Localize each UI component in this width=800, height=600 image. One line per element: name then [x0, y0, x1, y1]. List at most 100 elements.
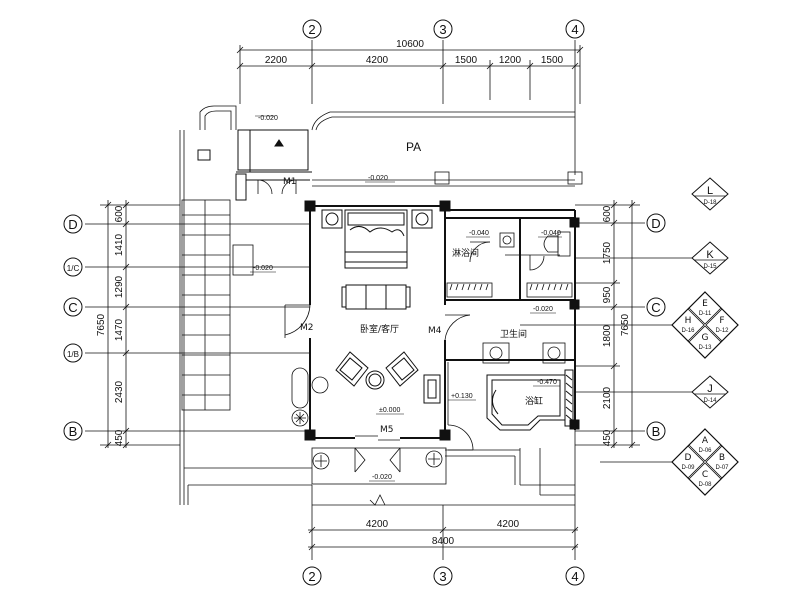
tv-cabinet: [423, 374, 441, 404]
detail-tag-l-letter: L: [707, 185, 713, 197]
axis-right-d: D: [651, 216, 660, 231]
sofa: [341, 284, 411, 310]
axis-right-b: B: [652, 424, 661, 439]
cluster2-bottom-ref: D-08: [698, 482, 712, 488]
top-dimensions: [236, 40, 584, 104]
cluster1-right-ref: D-12: [715, 328, 729, 334]
cluster2-right-letter: B: [719, 453, 725, 463]
terrace-outline: [179, 104, 576, 506]
axis-top-2: 2: [308, 22, 315, 37]
axis-left-c: C: [68, 300, 77, 315]
right-dim-1: 600: [602, 205, 613, 222]
detail-tag-j-ref: D-14: [703, 398, 717, 404]
room-bedroom-living-label: 卧室/客厅: [360, 323, 399, 335]
cluster2-left-ref: D-09: [681, 465, 695, 471]
door-m1-label: M1: [283, 177, 297, 187]
right-dim-4: 1800: [602, 324, 613, 347]
axis-left-1b: 1/B: [67, 350, 79, 359]
right-dim-5: 2100: [602, 386, 613, 409]
cluster2-bottom-letter: C: [702, 470, 708, 480]
bottom-patio: [311, 447, 447, 506]
cluster1-bottom-letter: G: [702, 333, 709, 343]
detail-tag-j-letter: J: [707, 383, 713, 395]
level-porch: -0.020: [258, 115, 278, 122]
axis-bottom-3: 3: [439, 569, 446, 584]
level-shower: -0.040: [469, 230, 489, 237]
axis-left-d: D: [68, 217, 77, 232]
bed: [321, 209, 433, 269]
top-dim-1: 2200: [265, 55, 288, 66]
left-dim-1: 600: [114, 205, 125, 222]
m1-door: [257, 179, 297, 195]
right-dimensions: [575, 200, 645, 449]
cluster1-left-ref: D-16: [681, 328, 695, 334]
detail-tag-k-ref: D-15: [703, 264, 717, 270]
cluster2-top-ref: D-06: [698, 448, 712, 454]
axis-left-1c: 1/C: [67, 264, 80, 273]
door-m2-label: M2: [300, 323, 314, 333]
axis-top-4: 4: [571, 22, 578, 37]
axis-bottom-2: 2: [308, 569, 315, 584]
axis-top-3: 3: [439, 22, 446, 37]
left-dim-4: 1470: [114, 318, 125, 341]
cluster1-top-ref: D-11: [699, 311, 712, 317]
detail-tag-l: L D-18: [691, 177, 729, 211]
right-axis-markers: [646, 213, 666, 441]
bottom-overall-dim: 8400: [432, 536, 455, 547]
level-bathtub: -0.470: [537, 379, 557, 386]
level-left-corridor: -0.020: [253, 265, 273, 272]
bottom-axis-markers: [302, 566, 585, 586]
door-m4-label: M4: [428, 326, 442, 336]
wall-columns: [304, 200, 580, 441]
level-arrow-porch: [274, 139, 284, 147]
toilet-room: [505, 231, 571, 271]
main-walls: [309, 205, 576, 439]
top-dim-2: 4200: [366, 55, 389, 66]
bathtub-area: [486, 369, 574, 431]
axis-right-c: C: [651, 300, 660, 315]
right-dim-2: 1750: [602, 241, 613, 264]
room-pa-label: PA: [406, 140, 421, 154]
bottom-dim-1: 4200: [366, 519, 389, 530]
left-grille-strip: [181, 199, 254, 411]
shower-room: [469, 232, 515, 263]
top-dim-4: 1200: [499, 55, 522, 66]
axis-bottom-4: 4: [571, 569, 578, 584]
left-dim-2: 1410: [114, 233, 125, 256]
cluster1-right-letter: F: [719, 316, 724, 326]
left-overall-dim: 7650: [96, 313, 107, 336]
bottom-dimensions: [308, 505, 579, 560]
left-planters: [291, 367, 329, 427]
room-bathroom-label: 卫生间: [500, 328, 527, 340]
right-dim-6: 450: [602, 429, 613, 446]
room-shower-label: 淋浴间: [452, 247, 479, 259]
axis-left-b: B: [69, 424, 78, 439]
bath-corridor: [447, 362, 474, 451]
m4-door: [444, 314, 471, 341]
detail-tag-l-ref: D-18: [703, 200, 717, 206]
entry-porch: [197, 129, 312, 201]
detail-tag-k: K D-15: [691, 241, 729, 275]
detail-leaders: [575, 257, 700, 463]
level-terrace: -0.020: [368, 175, 388, 182]
lounge-chairs: [335, 351, 419, 390]
detail-tag-j: J D-14: [691, 375, 729, 409]
detail-cluster-2: A D-06 D D-09 B D-07 C D-08: [671, 428, 739, 496]
top-overall-dim: 10600: [396, 39, 424, 50]
level-bath-corridor: +0.130: [451, 393, 473, 400]
room-bathtub-label: 浴缸: [525, 395, 543, 407]
m5-door: [354, 435, 401, 473]
left-dimensions: [85, 200, 310, 449]
top-dim-3: 1500: [455, 55, 478, 66]
detail-tag-k-letter: K: [706, 249, 714, 261]
upper-terrace: [312, 171, 583, 187]
right-dim-3: 950: [602, 286, 613, 303]
left-dim-3: 1290: [114, 275, 125, 298]
level-corridor: -0.020: [533, 306, 553, 313]
top-axis-markers: [302, 19, 585, 39]
left-dim-5: 2430: [114, 380, 125, 403]
storage-racks: [446, 282, 573, 298]
bottom-dim-2: 4200: [497, 519, 520, 530]
cluster1-left-letter: H: [685, 316, 692, 326]
top-dim-5: 1500: [541, 55, 564, 66]
